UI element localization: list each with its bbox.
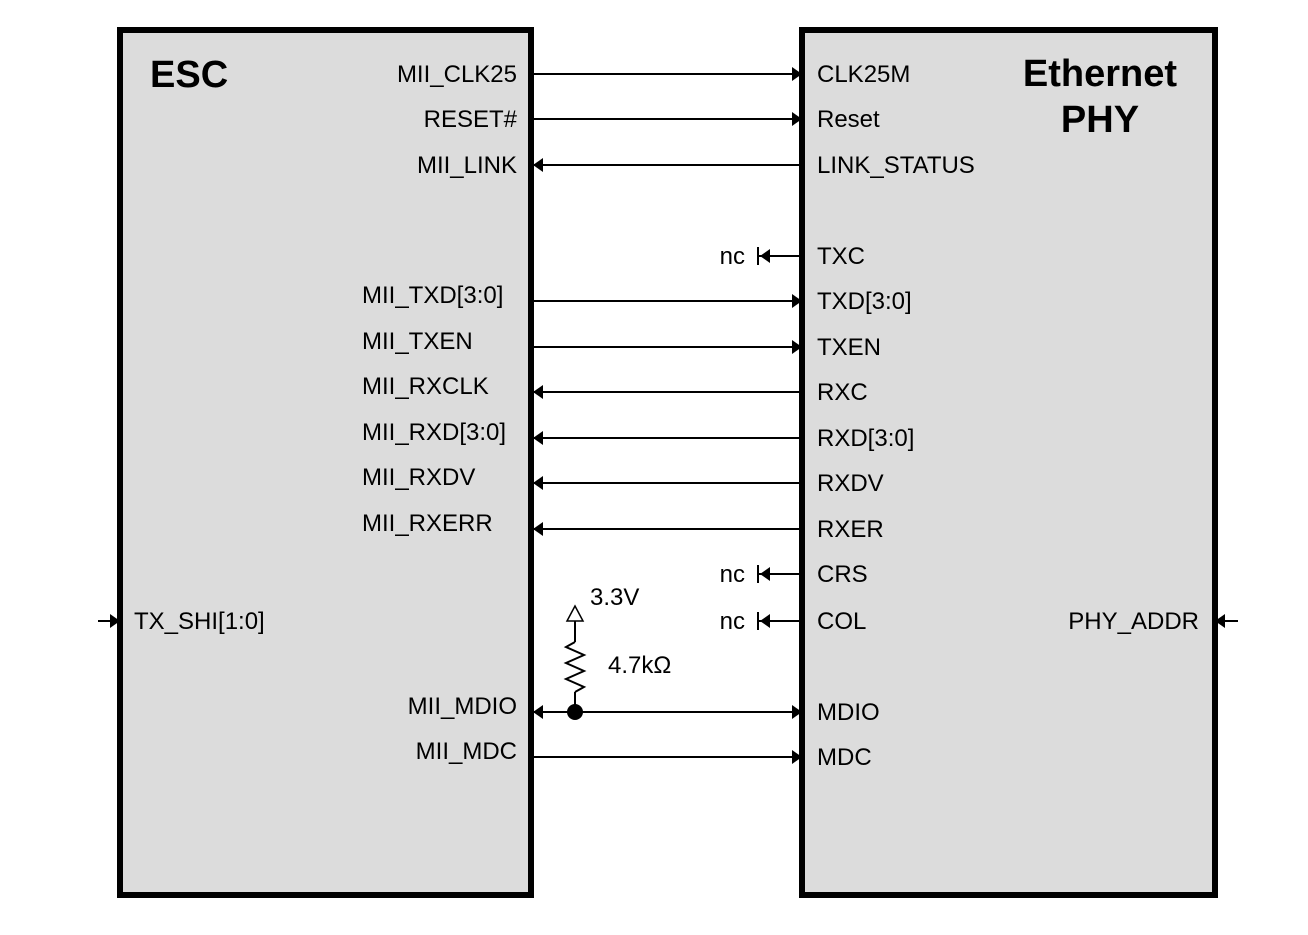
arrowhead [792,750,802,764]
mdio-pullup: 3.3V 4.7kΩ [563,584,671,720]
esc-pin-label: MII_CLK25 [397,61,517,88]
esc-pin-label: MII_LINK [417,152,517,179]
signal-crs: CRS nc [720,561,868,588]
esc-pin-label: MII_RXDV [362,464,475,491]
arrowhead [760,249,770,263]
esc-pin-label: MII_RXERR [362,510,493,537]
arrowhead [792,705,802,719]
nc-label: nc [720,608,745,635]
arrowhead [792,67,802,81]
pullup-voltage-label: 3.3V [590,584,639,611]
nc-label: nc [720,243,745,270]
pullup-resistor-label: 4.7kΩ [608,652,671,679]
phy-addr-label: PHY_ADDR [1068,608,1199,635]
esc-pin-label: MII_MDC [416,738,517,765]
arrowhead [792,294,802,308]
tx-shi-label: TX_SHI[1:0] [134,608,265,635]
signal-mdc: MDC MII_MDC [416,738,872,771]
arrowhead [533,385,543,399]
vcc-supply-symbol [565,604,585,622]
phy-title-line2: PHY [1061,99,1139,141]
phy-pin-label: Reset [817,106,880,133]
phy-pin-label: RXDV [817,470,884,497]
phy-pin-label: RXER [817,516,884,543]
signal-txen: TXEN MII_TXEN [362,328,881,361]
arrowhead [792,340,802,354]
esc-pin-label: MII_RXD[3:0] [362,419,506,446]
phy-pin-label: TXEN [817,334,881,361]
phy-pin-label: RXC [817,379,868,406]
phy-addr-input: PHY_ADDR [1068,608,1238,635]
arrowhead [533,158,543,172]
esc-block [117,27,534,898]
arrowhead [533,476,543,490]
nc-label: nc [720,561,745,588]
signal-rxer: RXER MII_RXERR [362,510,884,543]
phy-block [799,27,1218,898]
phy-pin-label: MDIO [817,699,880,726]
signal-rxc: RXC MII_RXCLK [362,373,868,406]
tx-shi-input: TX_SHI[1:0] [98,608,265,635]
signal-link-status: LINK_STATUS MII_LINK [417,152,975,179]
esc-title: ESC [150,54,228,96]
arrowhead [533,522,543,536]
esc-pin-label: MII_RXCLK [362,373,489,400]
phy-pin-label: RXD[3:0] [817,425,914,452]
phy-pin-label: COL [817,608,866,635]
signal-mdio: MDIO MII_MDIO [408,693,880,726]
signal-rxd-3-0: RXD[3:0] MII_RXD[3:0] [362,419,914,452]
phy-pin-label: CLK25M [817,61,910,88]
esc-pin-label: RESET# [424,106,518,133]
phy-pin-label: CRS [817,561,868,588]
signal-txd-3-0: TXD[3:0] MII_TXD[3:0] [362,282,912,315]
signal-rxdv: RXDV MII_RXDV [362,464,884,497]
esc-pin-label: MII_TXEN [362,328,473,355]
arrowhead [760,567,770,581]
arrowhead [792,112,802,126]
signal-reset: Reset RESET# [424,106,880,133]
phy-pin-label: TXD[3:0] [817,288,912,315]
arrowhead [533,705,543,719]
esc-pin-label: MII_TXD[3:0] [362,282,503,309]
resistor-symbol [563,641,587,693]
phy-pin-label: MDC [817,744,872,771]
signal-txc: TXC nc [720,243,865,270]
signal-clk25m: CLK25M MII_CLK25 [397,61,910,88]
esc-pin-label: MII_MDIO [408,693,517,720]
phy-title-line1: Ethernet [1023,53,1177,95]
arrowhead [760,614,770,628]
phy-pin-label: LINK_STATUS [817,152,975,179]
arrowhead [533,431,543,445]
phy-pin-label: TXC [817,243,865,270]
signal-col: COL nc [720,608,867,635]
